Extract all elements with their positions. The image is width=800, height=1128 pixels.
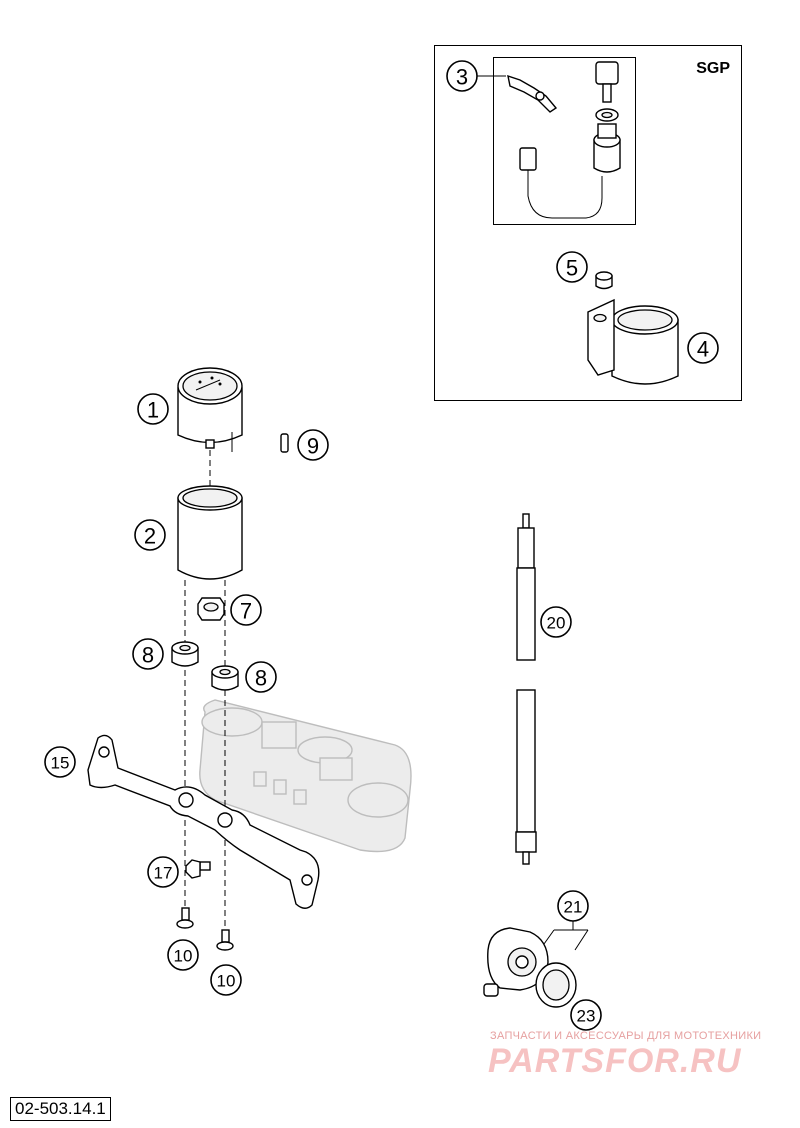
key-icon xyxy=(595,61,619,103)
svg-text:3: 3 xyxy=(456,65,468,90)
callout-17: 17 xyxy=(147,856,179,888)
callout-10: 10 xyxy=(210,964,242,996)
lock-lever-part xyxy=(507,74,558,113)
svg-text:1: 1 xyxy=(147,398,159,423)
callout-21: 21 xyxy=(557,890,589,922)
svg-text:8: 8 xyxy=(255,666,267,691)
leader-line xyxy=(543,929,555,945)
watermark-logo: PARTSFOR.RU xyxy=(488,1042,742,1080)
lock-holder-part xyxy=(587,298,679,385)
pin-part xyxy=(280,433,289,453)
svg-text:17: 17 xyxy=(154,864,173,883)
retaining-ring-part xyxy=(535,962,577,1008)
ignition-wire-part xyxy=(519,147,603,219)
svg-text:7: 7 xyxy=(240,599,252,624)
svg-text:20: 20 xyxy=(547,614,566,633)
svg-text:10: 10 xyxy=(217,972,236,991)
ignition-lock-part xyxy=(593,123,621,173)
washer-part xyxy=(595,108,619,122)
svg-text:15: 15 xyxy=(51,754,70,773)
speedometer-drive-part xyxy=(483,927,549,997)
svg-text:21: 21 xyxy=(564,898,583,917)
callout-3: 3 xyxy=(446,60,478,92)
watermark-tagline: ЗАПЧАСТИ И АКСЕССУАРЫ ДЛЯ МОТОТЕХНИКИ xyxy=(490,1030,762,1042)
speedometer-cable-part xyxy=(515,513,537,865)
ignition-lock-subframe xyxy=(493,57,636,225)
sleeve-part xyxy=(177,485,243,580)
callout-9: 9 xyxy=(297,429,329,461)
cap-part xyxy=(595,271,613,290)
triple-clamp-ghost xyxy=(199,699,412,853)
svg-text:9: 9 xyxy=(307,434,319,459)
speedometer-part xyxy=(177,367,243,452)
nut-part xyxy=(197,597,225,621)
callout-5: 5 xyxy=(556,251,588,283)
callout-4: 4 xyxy=(687,332,719,364)
callout-15: 15 xyxy=(44,746,76,778)
svg-text:10: 10 xyxy=(174,947,193,966)
callout-23: 23 xyxy=(570,999,602,1031)
callout-20: 20 xyxy=(540,606,572,638)
screw-part xyxy=(216,929,234,951)
svg-text:5: 5 xyxy=(566,256,578,281)
callout-7: 7 xyxy=(230,594,262,626)
svg-text:2: 2 xyxy=(144,524,156,549)
sgp-label: SGP xyxy=(696,60,730,77)
screw-part xyxy=(185,859,211,879)
sgp-group-frame xyxy=(434,45,742,401)
svg-text:4: 4 xyxy=(697,337,709,362)
leader-line xyxy=(574,929,589,951)
svg-text:8: 8 xyxy=(142,643,154,668)
callout-8: 8 xyxy=(132,638,164,670)
callout-10: 10 xyxy=(167,939,199,971)
callout-1: 1 xyxy=(137,393,169,425)
bracket-part xyxy=(87,734,320,909)
drawing-number: 02-503.14.1 xyxy=(10,1097,111,1121)
svg-text:23: 23 xyxy=(577,1007,596,1026)
callout-2: 2 xyxy=(134,519,166,551)
grommet-part xyxy=(171,641,199,667)
screw-part xyxy=(176,907,194,929)
grommet-part xyxy=(211,665,239,691)
callout-8: 8 xyxy=(245,661,277,693)
